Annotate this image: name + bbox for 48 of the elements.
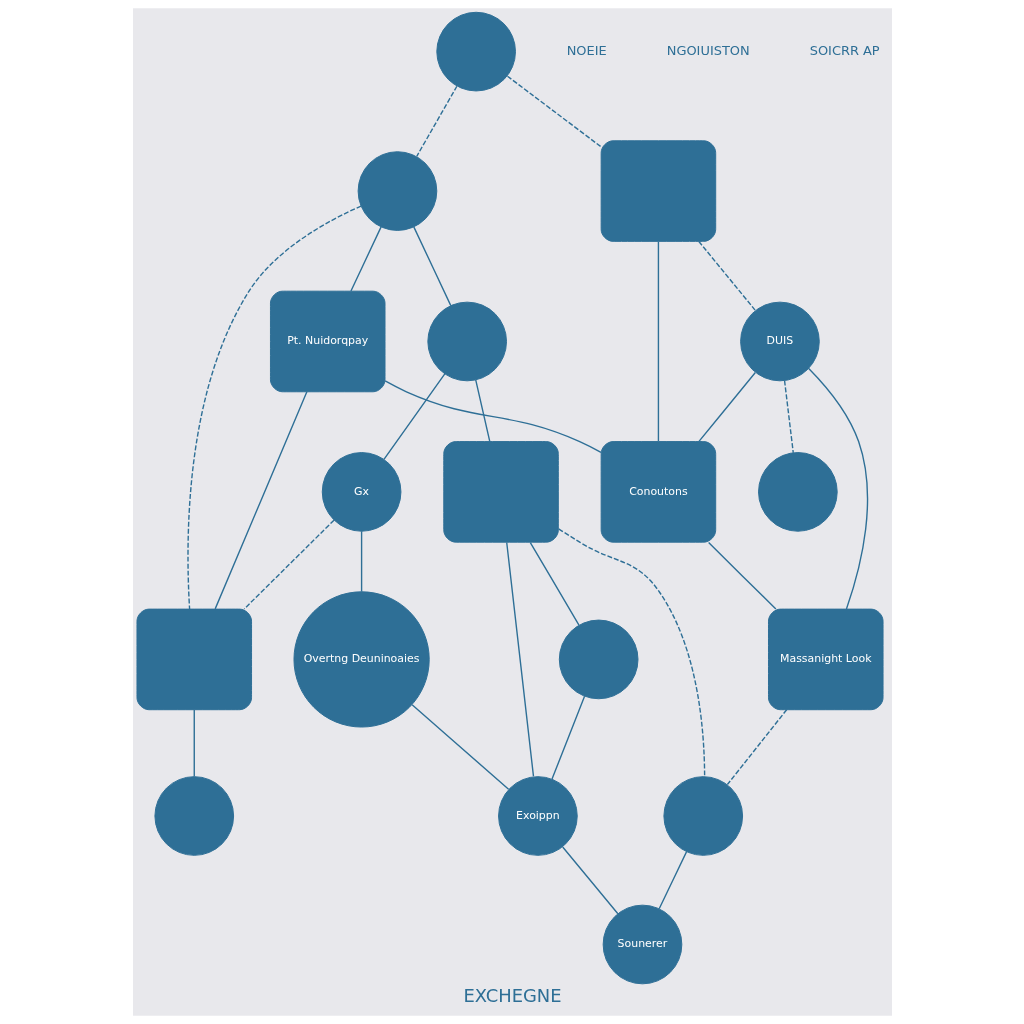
connector [410, 704, 509, 790]
connector [214, 391, 308, 610]
connector [412, 226, 451, 307]
connector [783, 380, 794, 454]
connector [807, 367, 868, 610]
node-circle: DUIS [739, 301, 820, 382]
connector [506, 75, 602, 148]
connector [557, 528, 705, 778]
node-box: Massanight Look [767, 608, 884, 711]
connector [561, 846, 619, 915]
caption: EXCHEGNE [462, 985, 562, 1007]
node-box [136, 608, 252, 711]
connector [529, 541, 580, 626]
node-box: Conoutons [600, 441, 716, 543]
connector [697, 371, 756, 442]
connector [415, 85, 458, 157]
node-circle [153, 776, 234, 856]
node-circle [426, 301, 507, 382]
connector [726, 709, 787, 786]
label: NOEIE [566, 43, 607, 59]
connector [707, 541, 777, 610]
node-box [442, 441, 559, 543]
node-circle [435, 11, 516, 92]
connector [360, 530, 362, 593]
node-circle [757, 452, 838, 532]
label: NGOIUISTON [666, 43, 750, 59]
node-circle: Sounerer [602, 904, 682, 985]
node-box [600, 140, 716, 242]
connector [474, 379, 490, 443]
connector [697, 240, 756, 311]
connector [243, 519, 335, 610]
connector [186, 205, 362, 610]
connector [349, 226, 382, 292]
node-circle: Overtng Deuninoaies [292, 591, 430, 728]
node-box: Pt. Nuidorqpay [269, 290, 385, 393]
label: SOICRR AP [809, 43, 880, 59]
node-circle: Exoippn [497, 776, 578, 856]
node-circle [558, 619, 638, 700]
connector [505, 541, 534, 778]
node-circle: Gx [321, 452, 401, 532]
connector [658, 851, 687, 910]
connector [382, 373, 445, 461]
node-circle [662, 776, 743, 856]
node-circle [357, 151, 437, 231]
connector [657, 240, 659, 443]
connector [550, 695, 585, 780]
connector [193, 709, 195, 778]
connector [383, 380, 602, 454]
